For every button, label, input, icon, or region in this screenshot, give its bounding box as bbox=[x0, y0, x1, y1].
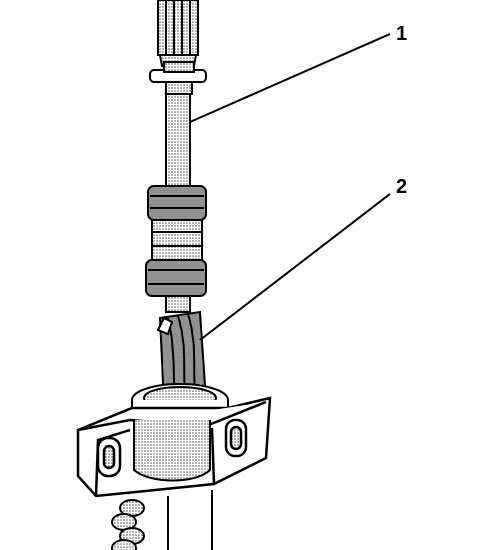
chain bbox=[111, 499, 145, 550]
callout-2-label: 2 bbox=[396, 176, 407, 198]
support-fixture bbox=[76, 396, 272, 498]
callout-2-leader bbox=[199, 193, 391, 341]
tool-rod bbox=[165, 93, 191, 187]
threaded-coupler bbox=[145, 185, 207, 313]
upper-splined-shaft bbox=[157, 0, 199, 67]
shaft-collar bbox=[149, 61, 207, 95]
callout-1-label: 1 bbox=[396, 23, 407, 45]
callout-1-leader bbox=[189, 33, 391, 123]
lower-post bbox=[167, 490, 213, 550]
